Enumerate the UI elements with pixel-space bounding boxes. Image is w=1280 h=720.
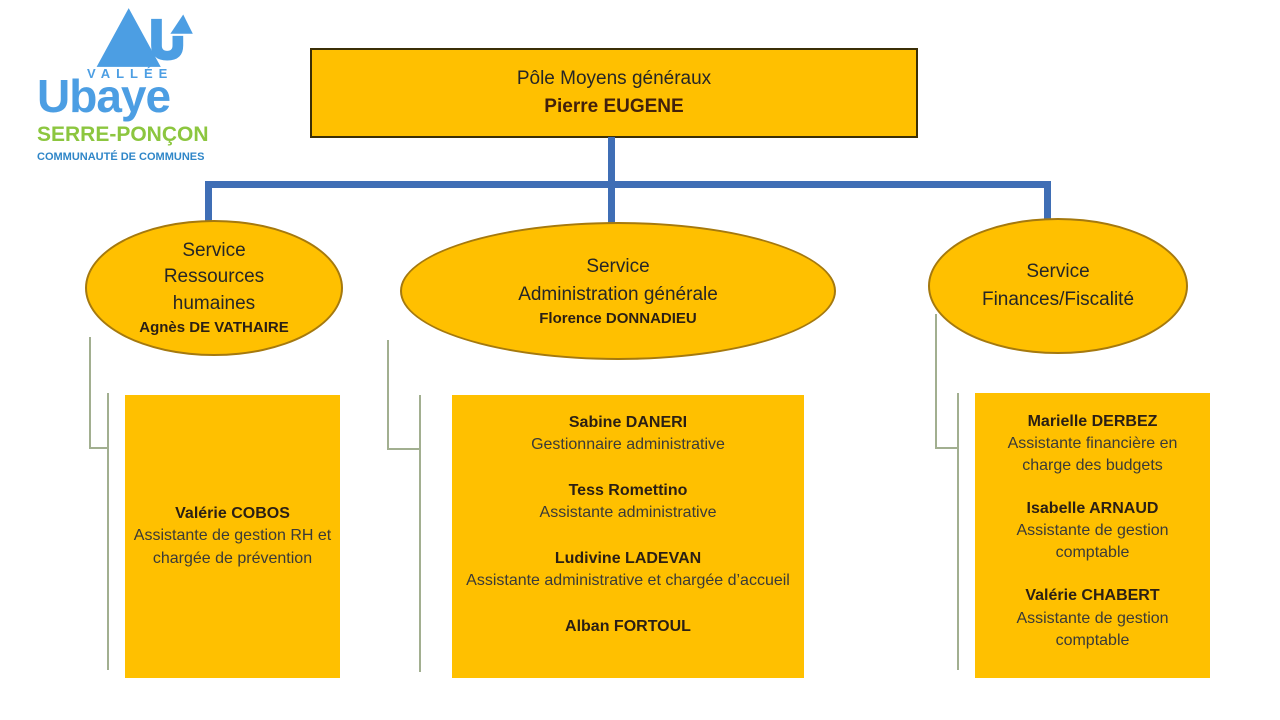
- logo-communaute-text: COMMUNAUTÉ DE COMMUNES: [37, 151, 205, 163]
- service-node-ressources-humaines: Service Ressources humaines Agnès DE VAT…: [85, 220, 343, 356]
- service-title-line: Service: [182, 240, 246, 262]
- service-title-line: Service: [586, 255, 650, 277]
- members-box-administration-generale: Sabine DANERI Gestionnaire administrativ…: [452, 395, 804, 678]
- logo-serre-poncon-text: SERRE-PONÇON: [37, 123, 209, 146]
- member-name: Alban FORTOUL: [565, 618, 691, 636]
- service-title-line: Ressources: [163, 266, 265, 288]
- service-manager-name: Agnès DE VATHAIRE: [139, 318, 289, 336]
- root-title: Pôle Moyens généraux: [516, 68, 712, 89]
- members-box-finances-fiscalite: Marielle DERBEZ Assistante financière en…: [975, 393, 1210, 678]
- member: Tess Romettino Assistante administrative: [452, 480, 804, 524]
- member-name: Sabine DANERI: [568, 414, 688, 431]
- service-title-line: Finances/Fiscalité: [981, 289, 1135, 310]
- connector-ff-elbow: [935, 447, 959, 449]
- connector-drop-right: [1044, 181, 1051, 221]
- member-role: Assistante administrative: [539, 504, 717, 522]
- member-name: Tess Romettino: [568, 482, 688, 500]
- member-role: Gestionnaire administrative: [531, 436, 725, 454]
- member: Marielle DERBEZ Assistante financière en…: [975, 411, 1210, 477]
- member-role: Assistante administrative et chargée d’a…: [466, 572, 790, 590]
- connector-rh-rail: [107, 393, 109, 670]
- logo-vallee-text: VALLÉE: [87, 66, 174, 81]
- member-role: Assistante financière en charge des budg…: [1007, 435, 1178, 475]
- connector-ag-rail: [419, 395, 421, 672]
- member-role: Assistante de gestion RH et chargée de p…: [133, 527, 332, 567]
- member-role: Assistante de gestion comptable: [1016, 609, 1169, 649]
- service-manager-name: Florence DONNADIEU: [539, 310, 697, 328]
- service-node-finances-fiscalite: Service Finances/Fiscalité: [928, 218, 1188, 354]
- root-node-pole-moyens-generaux: Pôle Moyens généraux Pierre EUGENE: [310, 48, 918, 138]
- connector-ff-rail: [957, 393, 959, 670]
- logo-ubaye-text: Ubaye: [37, 70, 171, 122]
- connector-ag-elbow: [387, 448, 421, 450]
- member-name: Valérie COBOS: [175, 505, 290, 523]
- members-box-ressources-humaines: Valérie COBOS Assistante de gestion RH e…: [125, 395, 340, 678]
- connector-horizontal: [205, 181, 1051, 188]
- service-node-administration-generale: Service Administration générale Florence…: [400, 222, 836, 360]
- member: Valérie CHABERT Assistante de gestion co…: [975, 585, 1210, 651]
- connector-root-vertical: [608, 137, 615, 187]
- member: Alban FORTOUL: [452, 616, 804, 638]
- member: Valérie COBOS Assistante de gestion RH e…: [125, 503, 340, 569]
- member: Isabelle ARNAUD Assistante de gestion co…: [975, 498, 1210, 564]
- member: Sabine DANERI Gestionnaire administrativ…: [452, 412, 804, 456]
- member-name: Isabelle ARNAUD: [1026, 500, 1159, 518]
- connector-drop-middle: [608, 181, 615, 227]
- member-role: Assistante de gestion comptable: [1016, 522, 1169, 562]
- service-title-line: humaines: [172, 292, 256, 314]
- member-name: Valérie CHABERT: [1025, 587, 1160, 605]
- service-title-line: Administration générale: [518, 283, 718, 305]
- service-title-line: Service: [1026, 261, 1090, 283]
- connector-drop-left: [205, 181, 212, 223]
- member-name: Marielle DERBEZ: [1027, 413, 1158, 430]
- connector-rh-elbow: [89, 447, 109, 449]
- mountain-logo-icon: [96, 8, 193, 67]
- logo: VALLÉE Ubaye SERRE-PONÇON COMMUNAUTÉ DE …: [35, 6, 215, 163]
- member: Ludivine LADEVAN Assistante administrati…: [452, 548, 804, 592]
- connector-rh-vertical: [89, 337, 91, 449]
- connector-ag-vertical: [387, 340, 389, 450]
- connector-ff-vertical: [935, 314, 937, 449]
- root-manager-name: Pierre EUGENE: [544, 96, 684, 117]
- member-name: Ludivine LADEVAN: [554, 550, 702, 568]
